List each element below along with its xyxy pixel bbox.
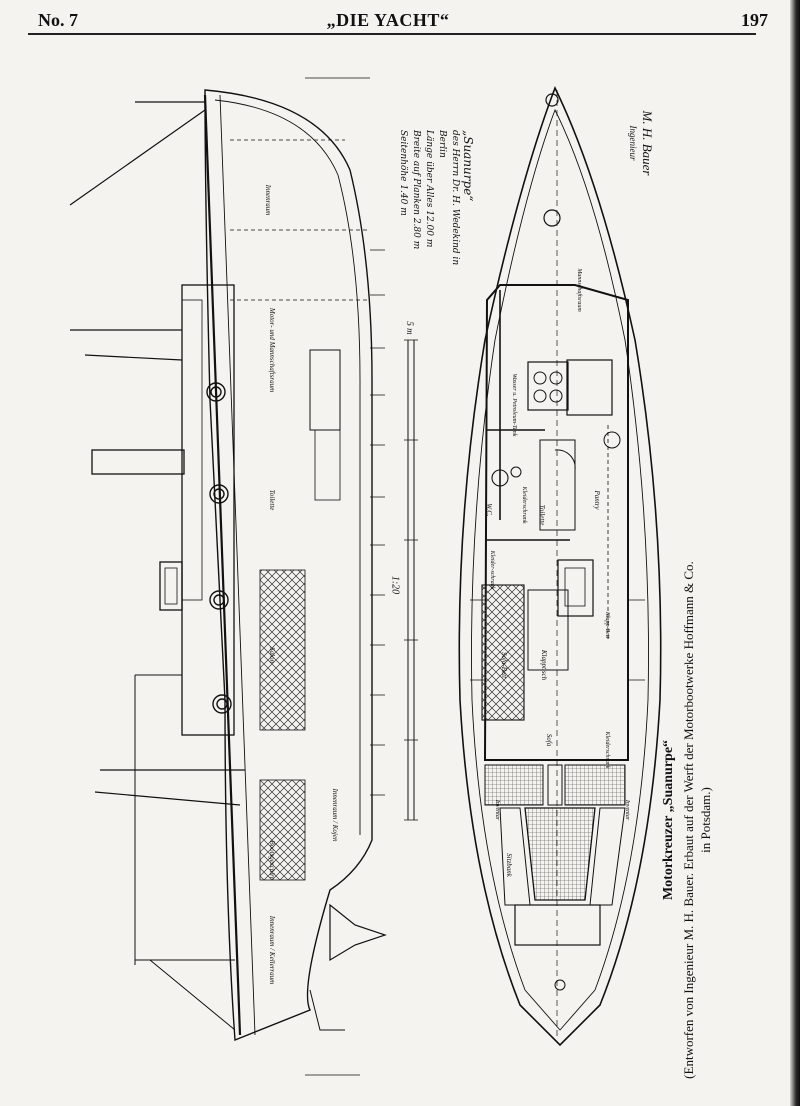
plan-hull-outline [458,85,662,1047]
side-label-salon: Salon [268,647,276,663]
mast-fore [69,101,206,206]
scale-bar [407,340,415,820]
engine [527,361,569,411]
plan-label: Kleiderschrank [604,731,610,769]
side-label-kojen: Innenraum / Kojen [331,788,339,842]
porthole [212,694,232,714]
scale-unit-label: 5 m [405,321,415,335]
spec-beam: Breite auf Planken 2.80 m [411,130,421,250]
porthole [209,590,229,610]
side-elevation [69,77,418,1076]
hull-outline [204,89,373,1042]
page-number: 197 [741,10,768,30]
porthole [206,382,226,402]
plan-label: Wasser u. Petroleum-Tank [511,373,517,437]
design-inscription: „Suanurpe“ des Herrn Dr. H. Wedekind in … [350,130,520,280]
plan-label: Mannschaftsraum [576,268,582,312]
header-rule [28,33,756,35]
page-header: No. 7 „DIE YACHT“ 197 [28,6,768,32]
sofa-bed [481,584,525,721]
folding-table [527,589,569,671]
designer-signature: M. H. Bauer Ingenieur [628,110,655,175]
plan-label: Inventar [624,799,630,821]
mast-main [70,329,183,361]
caption-title: Motorkreuzer „Suanurpe“ [661,739,676,901]
owner-line: des Herrn Dr. H. Wedekind in Berlin [437,130,460,266]
funnel [91,449,185,475]
spec-depth: Seitenhöhe 1.40 m [398,130,408,216]
deck-plan [458,85,662,1047]
plan-label: Toilette [538,504,546,526]
porthole [209,484,229,504]
plan-label: Inventar [494,799,500,821]
page-edge-shadow [790,0,800,1106]
scale-label: 1:20 [389,575,401,595]
plan-label: Klapp-Bett [604,611,610,639]
side-label-toilette: Toilette [268,489,276,511]
mast-aft [94,769,245,806]
cockpit [524,807,596,901]
caption-credit: (Entworfen von Ingenieur M. H. Bauer. Er… [681,561,713,1079]
side-label-kellerraum: Innenraum / Kellerraum [268,915,276,985]
plan-label: Pantry [593,490,601,510]
spec-length: Länge über Alles 12.00 m [424,130,434,248]
issue-number: No. 7 [38,10,78,30]
figure-caption: Motorkreuzer „Suanurpe“ (Entworfen von I… [660,560,720,1080]
propeller [329,903,387,962]
plan-label: Kleider-schrank [489,550,495,590]
plan-label: Sofa-Bett [500,651,508,679]
side-label-innenraum: Innenraum [264,184,272,216]
plan-label: Klapptisch [540,649,548,681]
journal-title: „DIE YACHT“ [326,10,450,30]
plan-label: W.C. [485,503,493,517]
plan-label: Sofa [545,733,553,747]
plan-label: Kleiderschrank [521,486,527,524]
yacht-name: „Suanurpe“ [461,130,475,202]
side-label-bootsgeschirr: Bootsgeschirr [268,840,276,880]
plan-label: Sitzbank [505,853,513,877]
side-label-motor: Motor- und Mannschaftsraum [268,307,276,393]
